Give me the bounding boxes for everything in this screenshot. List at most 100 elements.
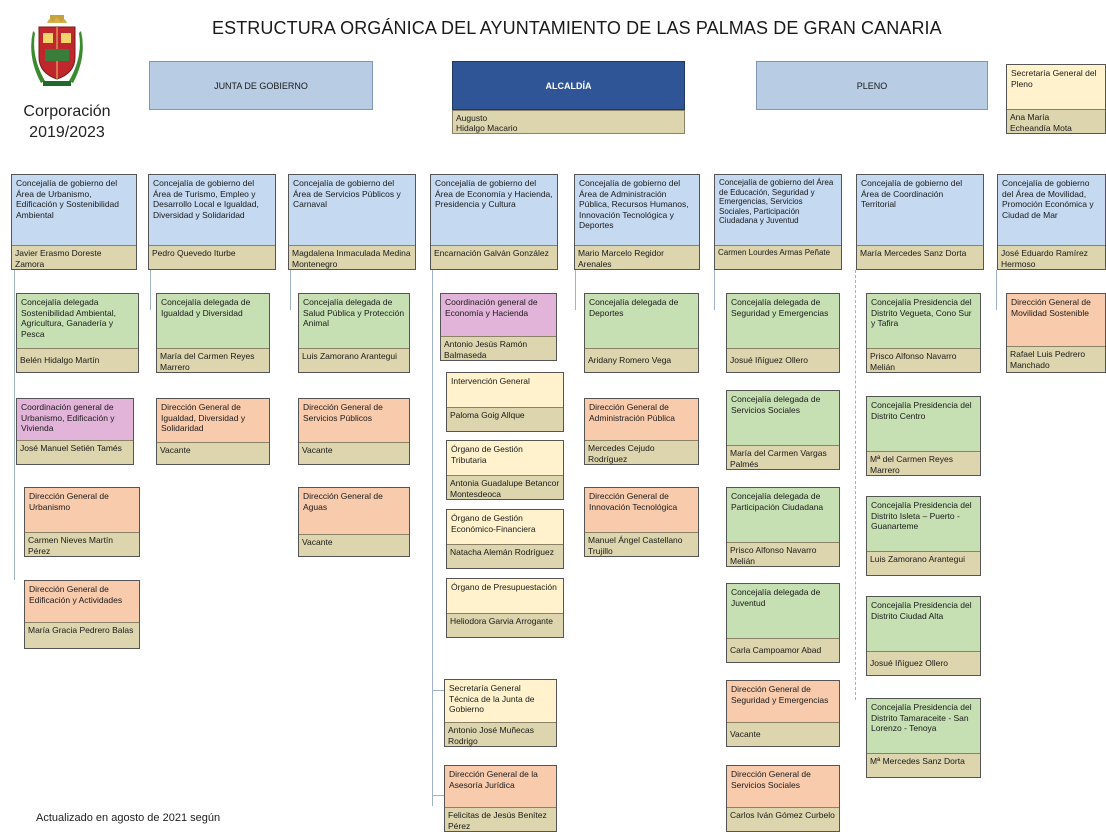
- box-title: Concejalía de gobierno del Área de Servi…: [293, 178, 401, 209]
- concejalia-coordinacion-territorial: Concejalía de gobierno del Área de Coord…: [856, 174, 984, 270]
- box-title: Concejalía de gobierno del Área de Admin…: [579, 178, 689, 230]
- presidencia-distrito-ciudad-alta: Concejalía Presidencia del Distrito Ciud…: [866, 596, 981, 676]
- box-title: Concejalía de gobierno del Área de Movil…: [1002, 178, 1094, 220]
- box-title: Dirección General de Edificación y Activ…: [29, 584, 123, 605]
- delegada-participacion-ciudadana: Concejalía delegada de Participación Ciu…: [726, 487, 840, 567]
- box-name: Mercedes Cejudo Rodríguez: [585, 440, 698, 464]
- box-title: Intervención General: [451, 376, 530, 386]
- junta-label: JUNTA DE GOBIERNO: [214, 80, 308, 91]
- box-name: José Manuel Setién Tamés: [17, 440, 133, 464]
- box-title: Concejalía delegada de Servicios Sociale…: [731, 394, 821, 415]
- dg-igualdad: Dirección General de Igualdad, Diversida…: [156, 398, 270, 465]
- junta-de-gobierno-box: JUNTA DE GOBIERNO: [149, 61, 373, 110]
- box-title: Concejalía de gobierno del Área de Urban…: [16, 178, 120, 220]
- dg-servicios-publicos: Dirección General de Servicios Públicos …: [298, 398, 410, 465]
- box-name: Prisco Alfonso Navarro Melián: [867, 348, 980, 372]
- box-name: Ana María Echeandía Mota: [1007, 109, 1105, 133]
- box-name: Aridany Romero Vega: [585, 348, 698, 372]
- delegada-servicios-sociales: Concejalía delegada de Servicios Sociale…: [726, 390, 840, 470]
- box-name: Josué Iñíguez Ollero: [727, 348, 839, 372]
- box-title: Concejalía delegada Sostenibilidad Ambie…: [21, 297, 116, 339]
- box-name: Vacante: [299, 442, 409, 464]
- box-name: María Gracia Pedrero Balas: [25, 622, 139, 648]
- box-title: Concejalía delegada de Juventud: [731, 587, 821, 608]
- connector-line: [996, 270, 997, 310]
- delegada-juventud: Concejalía delegada de Juventud Carla Ca…: [726, 583, 840, 663]
- box-name: Prisco Alfonso Navarro Melián: [727, 542, 839, 566]
- delegada-igualdad: Concejalía delegada de Igualdad y Divers…: [156, 293, 270, 373]
- pleno-label: PLENO: [856, 80, 888, 91]
- dg-edificacion: Dirección General de Edificación y Activ…: [24, 580, 140, 649]
- delegada-deportes: Concejalía delegada de Deportes Aridany …: [584, 293, 699, 373]
- coat-of-arms-icon: [31, 15, 83, 86]
- presidencia-distrito-centro: Concejalía Presidencia del Distrito Cent…: [866, 396, 981, 476]
- box-title: Órgano de Gestión Económico-Financiera: [451, 513, 536, 534]
- organo-gestion-economico-financiera: Órgano de Gestión Económico-Financiera N…: [446, 509, 564, 569]
- corporation-label: Corporación 2019/2023: [12, 101, 122, 143]
- box-title: Coordinación general de Urbanismo, Edifi…: [21, 402, 115, 433]
- connector-line: [714, 270, 715, 310]
- box-name: Carlos Iván Gómez Curbelo: [727, 807, 839, 831]
- box-name: Vacante: [727, 722, 839, 746]
- box-title: Dirección General de Movilidad Sostenibl…: [1011, 297, 1091, 318]
- box-name: María del Carmen Vargas Palmés: [727, 445, 839, 469]
- box-name: Heliodora Garvia Arrogante: [447, 613, 563, 637]
- box-title: Concejalía delegada de Igualdad y Divers…: [161, 297, 251, 318]
- alcaldia-name: Augusto Hidalgo Macario: [452, 110, 685, 134]
- box-title: Secretaría General Técnica de la Junta d…: [449, 683, 535, 714]
- connector-line: [575, 270, 576, 310]
- alcaldia-label: ALCALDÍA: [545, 80, 592, 91]
- dg-movilidad-sostenible: Dirección General de Movilidad Sostenibl…: [1006, 293, 1106, 373]
- box-title: Concejalía Presidencia del Distrito Cent…: [871, 400, 972, 421]
- box-name: Carmen Lourdes Armas Peñate: [715, 245, 841, 269]
- box-title: Dirección General de Igualdad, Diversida…: [161, 402, 246, 433]
- box-name: Luis Zamorano Arantegui: [299, 348, 409, 372]
- box-title: Dirección General de Aguas: [303, 491, 383, 512]
- delegada-sostenibilidad: Concejalía delegada Sostenibilidad Ambie…: [16, 293, 139, 373]
- dg-asesoria-juridica: Dirección General de la Asesoría Jurídic…: [444, 765, 557, 832]
- concejalia-educacion: Concejalía de gobierno del Área de Educa…: [714, 174, 842, 270]
- box-name: María Mercedes Sanz Dorta: [857, 245, 983, 269]
- delegada-seguridad: Concejalía delegada de Seguridad y Emerg…: [726, 293, 840, 373]
- concejalia-administracion: Concejalía de gobierno del Área de Admin…: [574, 174, 700, 270]
- box-title: Dirección General de la Asesoría Jurídic…: [449, 769, 538, 790]
- concejalia-movilidad: Concejalía de gobierno del Área de Movil…: [997, 174, 1106, 270]
- box-name: Belén Hidalgo Martín: [17, 348, 138, 372]
- box-name: José Eduardo Ramírez Hermoso: [998, 245, 1105, 269]
- corporation-line1: Corporación: [23, 103, 111, 120]
- box-name: Mª Mercedes Sanz Dorta: [867, 753, 980, 777]
- box-title: Concejalía de gobierno del Área de Turis…: [153, 178, 259, 220]
- box-name: Rafael Luis Pedrero Manchado: [1007, 346, 1105, 372]
- box-name: Magdalena Inmaculada Medina Montenegro: [289, 245, 415, 269]
- dg-servicios-sociales: Dirección General de Servicios Sociales …: [726, 765, 840, 832]
- box-name: Luis Zamorano Arantegui: [867, 551, 980, 575]
- box-title: Concejalía de gobierno del Área de Econo…: [435, 178, 553, 209]
- box-name: Josué Iñíguez Ollero: [867, 651, 980, 675]
- presidencia-distrito-isleta: Concejalía Presidencia del Distrito Isle…: [866, 496, 981, 576]
- connector-line: [432, 795, 444, 796]
- alcaldia-box: ALCALDÍA: [452, 61, 685, 110]
- concejalia-urbanismo: Concejalía de gobierno del Área de Urban…: [11, 174, 137, 270]
- box-name: Antonio Jesús Ramón Balmaseda: [441, 336, 556, 360]
- box-title: Concejalía delegada de Participación Ciu…: [731, 491, 824, 512]
- box-name: Carla Campoamor Abad: [727, 638, 839, 662]
- concejalia-servicios-publicos: Concejalía de gobierno del Área de Servi…: [288, 174, 416, 270]
- connector-line: [290, 270, 291, 310]
- coordinacion-urbanismo: Coordinación general de Urbanismo, Edifi…: [16, 398, 134, 465]
- box-title: Dirección General de Urbanismo: [29, 491, 109, 512]
- connector-line: [150, 270, 151, 310]
- connector-line: [432, 690, 444, 691]
- secretaria-tecnica-junta: Secretaría General Técnica de la Junta d…: [444, 679, 557, 747]
- corporation-line2: 2019/2023: [29, 124, 105, 141]
- dg-urbanismo: Dirección General de Urbanismo Carmen Ni…: [24, 487, 140, 557]
- box-name: Pedro Quevedo Iturbe: [149, 245, 275, 269]
- box-title: Concejalía Presidencia del Distrito Vegu…: [871, 297, 972, 328]
- pleno-box: PLENO: [756, 61, 988, 110]
- box-name: Natacha Alemán Rodríguez: [447, 544, 563, 568]
- box-title: Concejalía de gobierno del Área de Coord…: [861, 178, 963, 209]
- box-name: Antonia Guadalupe Betancor Montesdeoca: [447, 475, 563, 499]
- connector-line: [432, 270, 433, 806]
- organo-gestion-tributaria: Órgano de Gestión Tributaria Antonia Gua…: [446, 440, 564, 500]
- dg-aguas: Dirección General de Aguas Vacante: [298, 487, 410, 557]
- box-title: Concejalía Presidencia del Distrito Tama…: [871, 702, 972, 733]
